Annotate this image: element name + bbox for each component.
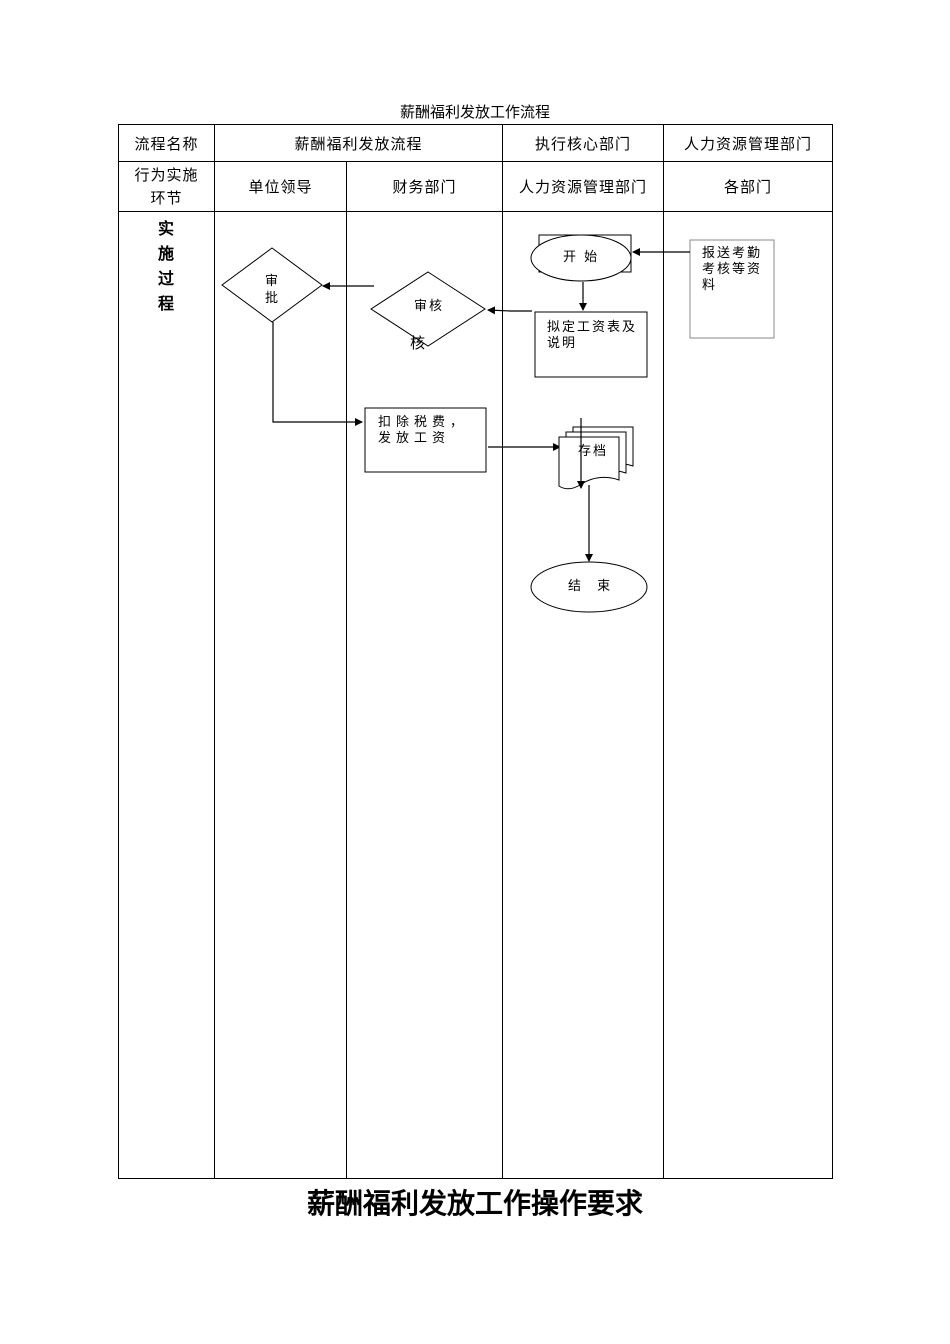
process-label-cell: 实 施 过 程 (118, 211, 215, 1179)
lane-hr (502, 211, 665, 1179)
header-core-dept-label: 执行核心部门 (502, 124, 665, 162)
operation-requirements-title: 薪酬福利发放工作操作要求 (306, 1187, 643, 1220)
lane-header-leader: 单位领导 (214, 161, 347, 212)
review-stray-label: 核 (410, 334, 428, 352)
header-step-label-line1: 行为实施 (134, 165, 199, 184)
header-step-label: 行为实施 环节 (118, 161, 215, 212)
header-row-1: 流程名称 薪酬福利发放流程 执行核心部门 人力资源管理部门 (118, 124, 834, 162)
lane-header-hr: 人力资源管理部门 (502, 161, 665, 212)
process-label: 实 施 过 程 (157, 219, 175, 313)
header-row-2: 行为实施 环节 单位领导 财务部门 人力资源管理部门 各部门 (118, 161, 834, 212)
header-core-dept-value: 人力资源管理部门 (663, 124, 834, 162)
lane-leader (214, 211, 347, 1179)
page-title: 薪酬福利发放工作流程 (399, 103, 550, 121)
approve-label-1: 审 (265, 274, 281, 289)
lane-header-departments: 各部门 (663, 161, 834, 212)
header-step-label-line2: 环节 (150, 188, 183, 207)
lane-departments (663, 211, 834, 1179)
archive-label: 存档 (578, 444, 609, 459)
pay-label: 扣除税费，发放工资 (378, 415, 469, 446)
header-flow-name-label: 流程名称 (118, 124, 215, 162)
header-flow-name-value: 薪酬福利发放流程 (213, 124, 504, 162)
approve-label-2: 批 (265, 291, 281, 306)
review-label: 审核 (414, 299, 445, 314)
attendance-label: 报送考勤考核等资料 (702, 246, 763, 293)
start-label: 开 始 (563, 250, 600, 265)
end-label: 结 束 (568, 579, 617, 594)
body-row: 实 施 过 程 (118, 211, 834, 1179)
lane-finance (345, 211, 504, 1179)
draft-label: 拟定工资表及说明 (547, 320, 638, 351)
lane-header-finance: 财务部门 (345, 161, 504, 212)
